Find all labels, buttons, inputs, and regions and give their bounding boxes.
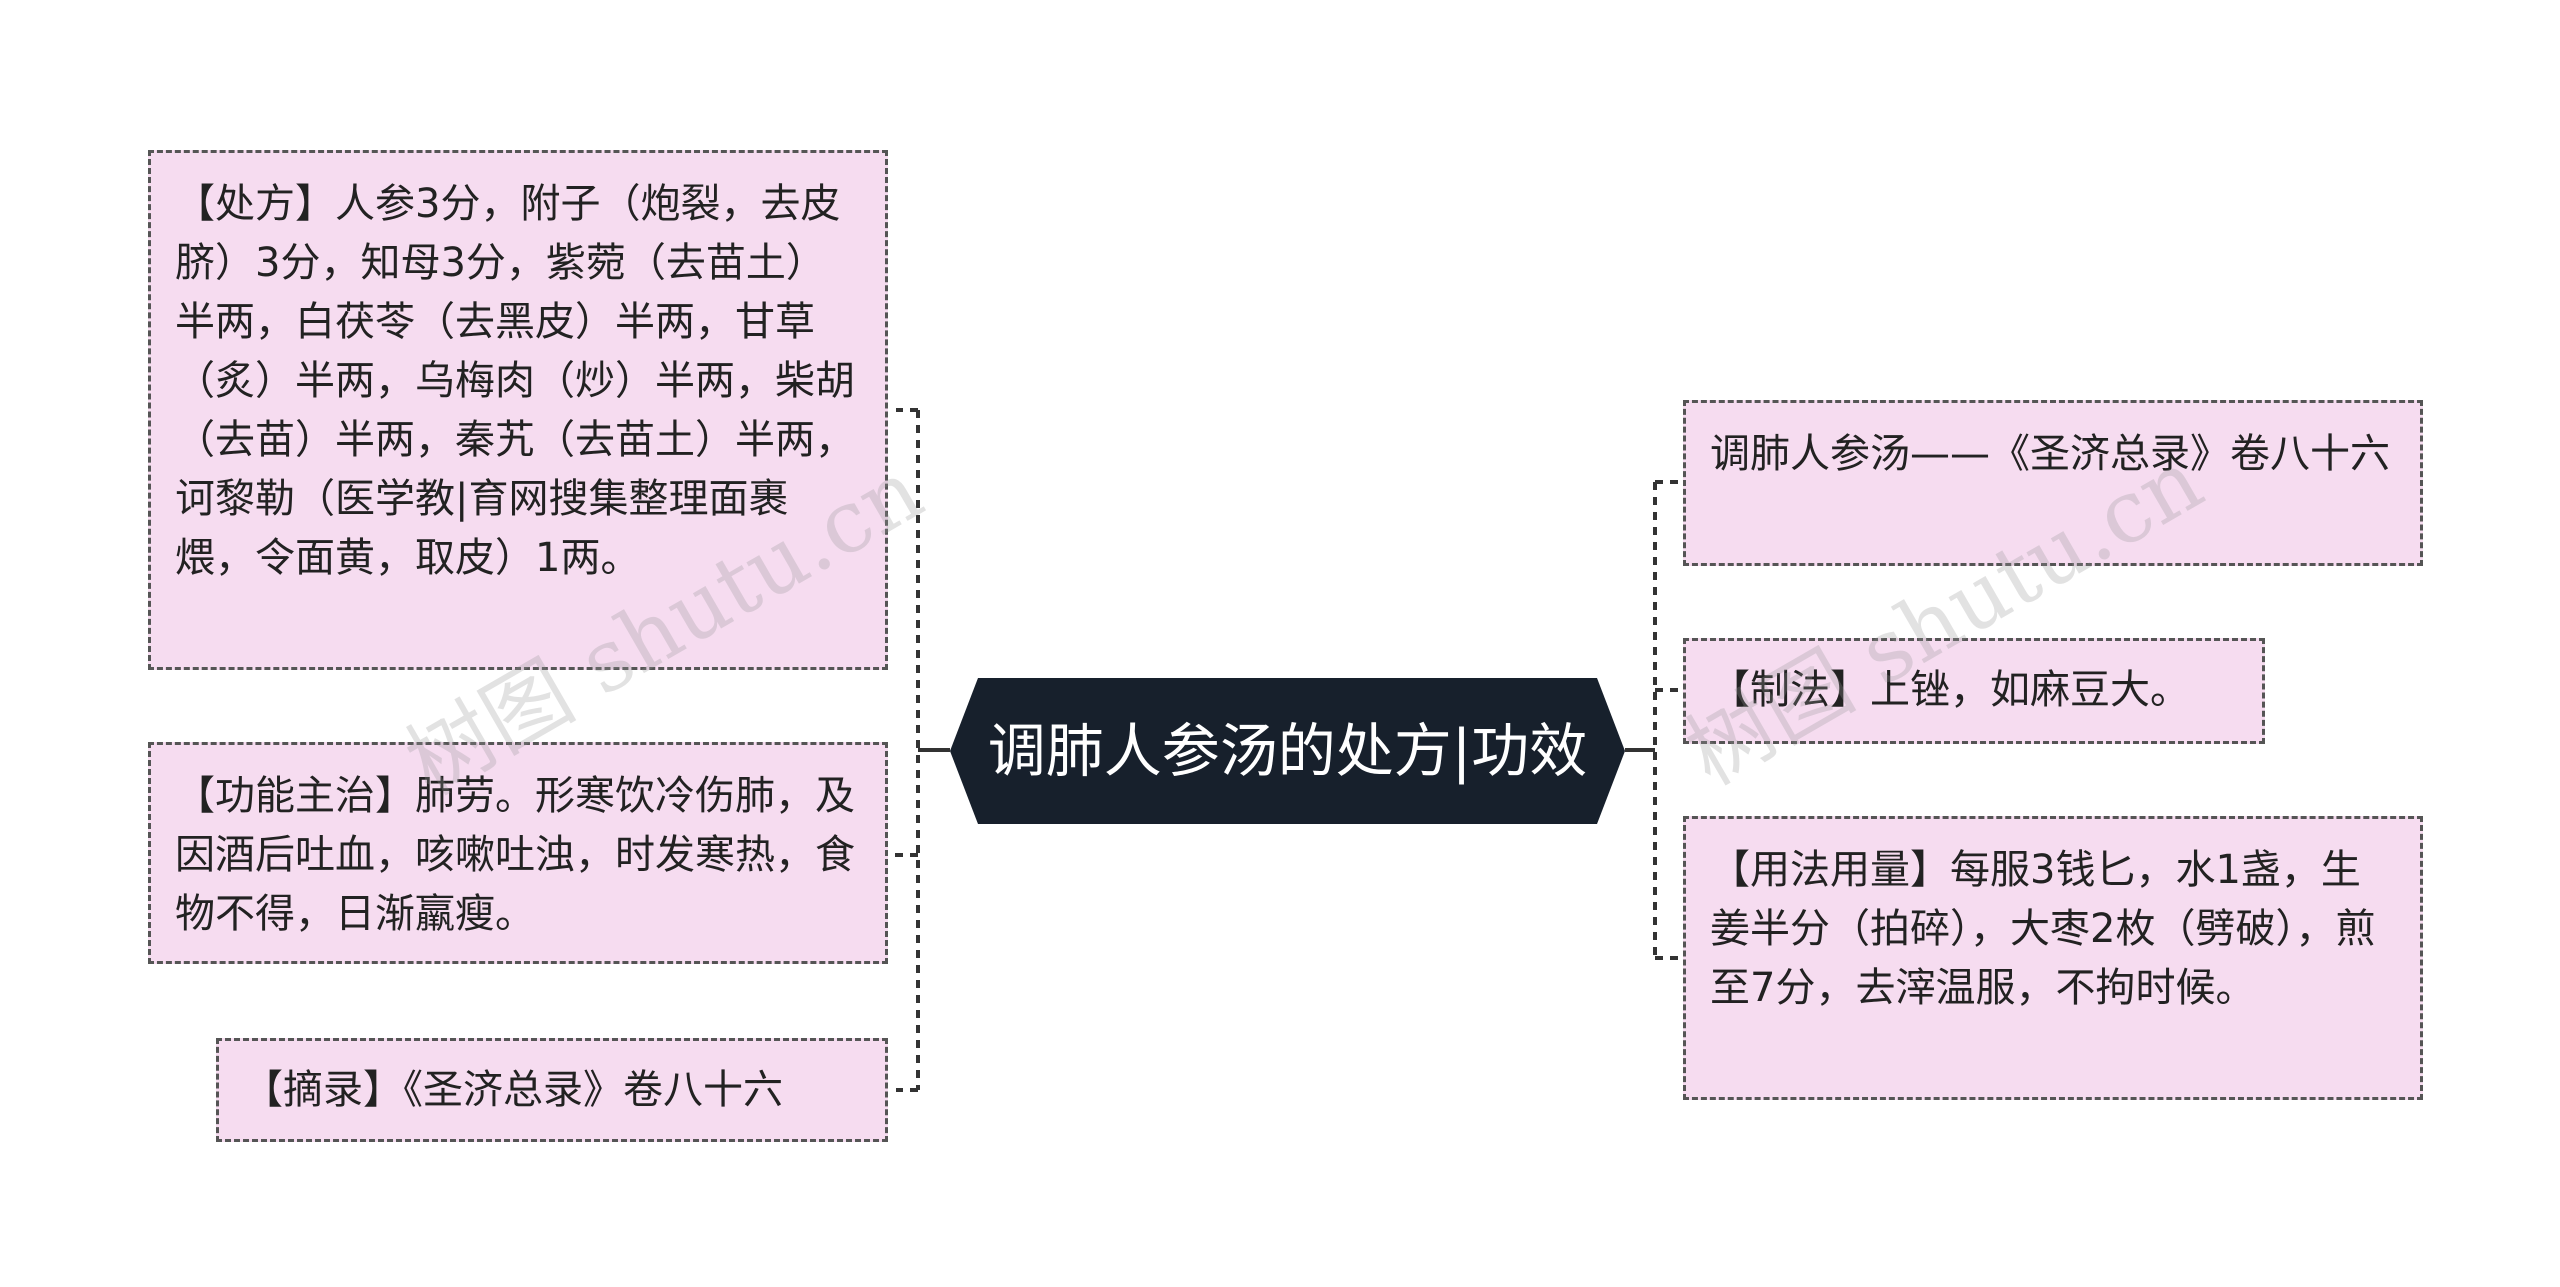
node-source-text: 调肺人参汤——《圣济总录》卷八十六 bbox=[1710, 431, 2390, 477]
central-topic-shape bbox=[950, 678, 1625, 824]
node-excerpt[interactable]: 【摘录】《圣济总录》卷八十六 bbox=[216, 1038, 888, 1142]
central-topic[interactable]: 调肺人参汤的处方|功效 bbox=[950, 678, 1625, 824]
node-preparation-text: 【制法】上锉，如麻豆大。 bbox=[1710, 667, 2190, 713]
node-usage-text: 【用法用量】每服3钱匕，水1盏，生姜半分（拍碎），大枣2枚（劈破），煎至7分，去… bbox=[1710, 847, 2376, 1011]
node-preparation[interactable]: 【制法】上锉，如麻豆大。 bbox=[1683, 638, 2265, 744]
node-prescription[interactable]: 【处方】人参3分，附子（炮裂，去皮脐）3分，知母3分，紫菀（去苗土）半两，白茯苓… bbox=[148, 150, 888, 670]
node-source[interactable]: 调肺人参汤——《圣济总录》卷八十六 bbox=[1683, 400, 2423, 566]
node-indications-text: 【功能主治】肺劳。形寒饮冷伤肺，及因酒后吐血，咳嗽吐浊，时发寒热，食物不得，日渐… bbox=[175, 773, 855, 937]
node-prescription-text: 【处方】人参3分，附子（炮裂，去皮脐）3分，知母3分，紫菀（去苗土）半两，白茯苓… bbox=[175, 181, 855, 581]
node-indications[interactable]: 【功能主治】肺劳。形寒饮冷伤肺，及因酒后吐血，咳嗽吐浊，时发寒热，食物不得，日渐… bbox=[148, 742, 888, 964]
node-excerpt-text: 【摘录】《圣济总录》卷八十六 bbox=[243, 1067, 783, 1113]
central-topic-label: 调肺人参汤的处方|功效 bbox=[987, 717, 1588, 785]
node-usage[interactable]: 【用法用量】每服3钱匕，水1盏，生姜半分（拍碎），大枣2枚（劈破），煎至7分，去… bbox=[1683, 816, 2423, 1100]
